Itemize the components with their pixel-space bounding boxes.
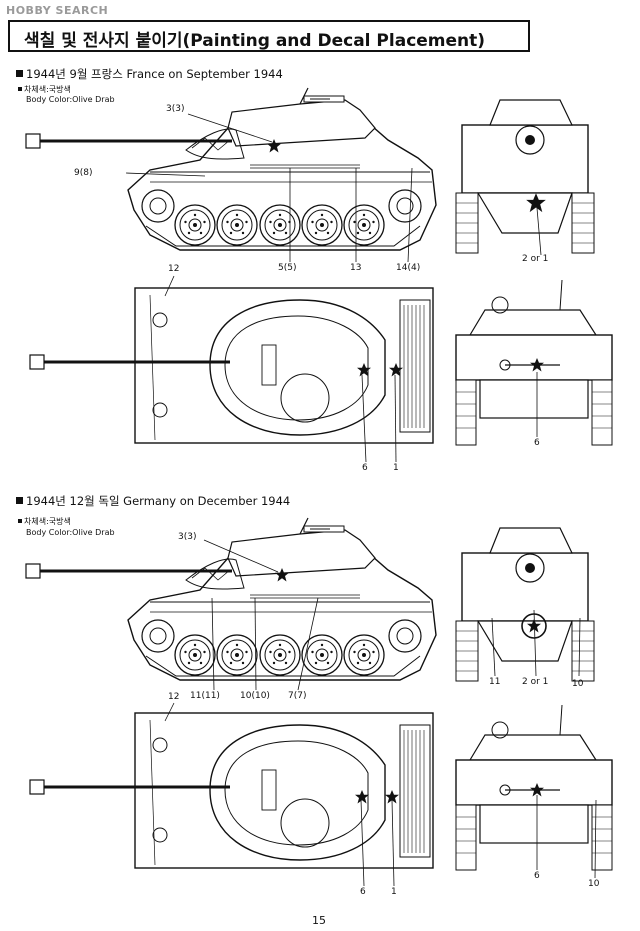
callout-label: 13 (350, 263, 362, 273)
callout-label: 12 (168, 692, 180, 702)
top-view-1 (28, 286, 435, 445)
section-2-heading-text: 1944년 12월 독일 Germany on December 1944 (26, 494, 291, 508)
rear-view-2 (455, 704, 613, 871)
callout-label: 10 (588, 879, 600, 889)
page-number: 15 (312, 914, 326, 927)
callout-label: 14(4) (396, 263, 421, 273)
square-bullet-icon (18, 87, 22, 91)
callout-label: 11 (489, 677, 501, 687)
callout-label: 10 (572, 679, 584, 689)
callout-label: 6 (534, 871, 540, 881)
callout-label: 12 (168, 264, 180, 274)
callout-label: 2 or 1 (522, 677, 549, 687)
callout-label: 5(5) (278, 263, 297, 273)
section-2-heading: 1944년 12월 독일 Germany on December 1944 (16, 493, 290, 509)
callout-label: 7(7) (288, 691, 307, 701)
front-view-2 (455, 527, 595, 682)
page-title: 색칠 및 전사지 붙이기(Painting and Decal Placemen… (24, 31, 486, 51)
callout-label: 6 (534, 438, 540, 448)
callout-label: 11(11) (190, 691, 220, 701)
callout-label: 6 (360, 887, 366, 897)
top-view-2 (28, 711, 435, 870)
section-1-color-en: Body Color:Olive Drab (26, 95, 115, 104)
title-box: 색칠 및 전사지 붙이기(Painting and Decal Placemen… (8, 20, 530, 52)
side-view-2 (26, 518, 436, 680)
square-bullet-icon (18, 519, 22, 523)
section-1-heading-text: 1944년 9월 프랑스 France on September 1944 (26, 67, 283, 81)
callout-label: 6 (362, 463, 368, 473)
callout-label: 2 or 1 (522, 254, 549, 264)
rear-view-1 (455, 279, 613, 446)
leader-lines-2 (164, 539, 597, 887)
section-1-heading: 1944년 9월 프랑스 France on September 1944 (16, 66, 283, 82)
callout-label: 3(3) (166, 104, 185, 114)
callout-label: 1 (393, 463, 399, 473)
section-2-color-en: Body Color:Olive Drab (26, 528, 115, 537)
section-1-color-ko: 차체색:국방색 (18, 85, 71, 95)
square-bullet-icon (16, 497, 23, 504)
square-bullet-icon (16, 70, 23, 77)
watermark: HOBBY SEARCH (6, 4, 109, 17)
callout-label: 3(3) (178, 532, 197, 542)
leader-lines-1 (125, 113, 542, 463)
color-ko-text: 차체색:국방색 (24, 517, 71, 526)
section-2-color-ko: 차체색:국방색 (18, 517, 71, 527)
callout-label: 1 (391, 887, 397, 897)
callout-label: 10(10) (240, 691, 270, 701)
front-view-1 (455, 99, 595, 254)
callout-label: 9(8) (74, 168, 93, 178)
color-ko-text: 차체색:국방색 (24, 85, 71, 94)
